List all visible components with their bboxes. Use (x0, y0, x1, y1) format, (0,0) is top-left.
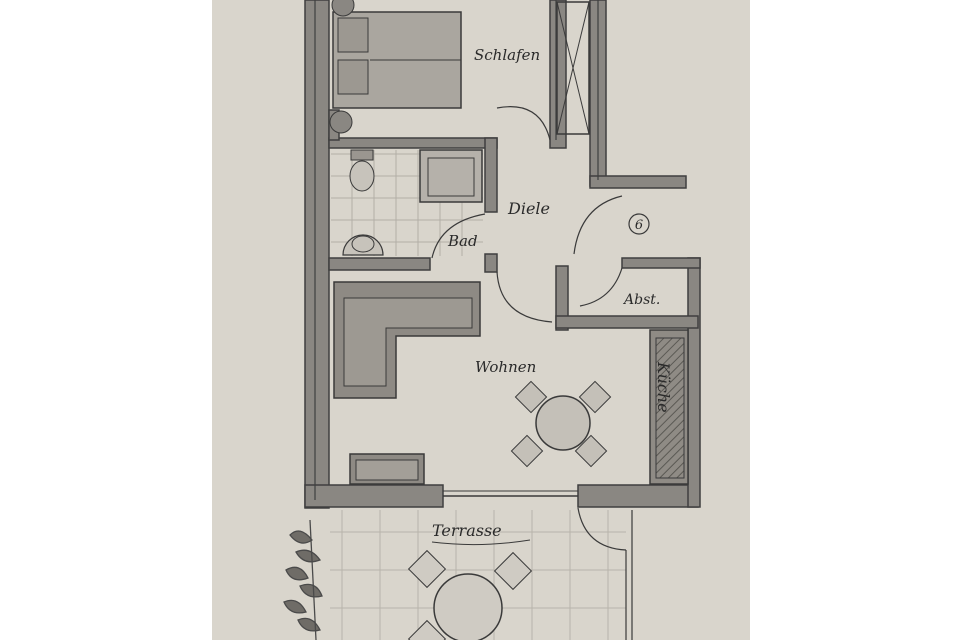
wall-bath-bottom (328, 257, 431, 271)
wall-abst-bottom (555, 315, 699, 329)
wardrobe (556, 1, 590, 135)
toilet (349, 149, 375, 192)
wall-top-middle (549, 0, 567, 149)
wall-top-right-step (589, 175, 687, 189)
terrace-dining-set (407, 549, 533, 640)
bathroom (331, 149, 486, 259)
label-abst: Abst. (622, 292, 660, 308)
label-bad: Bad (447, 232, 478, 250)
bedroom-door (496, 106, 551, 141)
wall-bath-right-low (484, 253, 498, 273)
dining-table (535, 395, 591, 451)
label-wohnen: Wohnen (475, 358, 536, 376)
entrance-door (573, 195, 623, 255)
washbasin (342, 234, 384, 256)
wall-abst-left (555, 265, 569, 331)
wall-bath-right (484, 137, 498, 213)
hallway: 6 (496, 195, 650, 323)
wall-lines (314, 0, 599, 500)
label-schlafen: Schlafen (474, 46, 540, 64)
wall-abst-top (621, 257, 701, 269)
living-door (496, 271, 553, 323)
wall-bottom-right (577, 484, 699, 508)
entrance-marker: 6 (635, 218, 643, 233)
wall-bath-top (328, 137, 498, 149)
dining-set (510, 380, 612, 468)
terrace (283, 507, 633, 640)
terrace-door (577, 507, 627, 551)
nightstand-top (331, 0, 355, 17)
wall-right-kitchen (687, 257, 701, 508)
label-kueche: Küche (654, 361, 673, 413)
wall-left-outer (304, 0, 330, 509)
bedroom (329, 0, 590, 141)
shower (419, 149, 483, 203)
terrace-table (433, 573, 503, 640)
walls (304, 0, 701, 509)
wall-bottom-left (304, 484, 444, 508)
bath-door (431, 213, 486, 259)
nightstand-bottom (329, 110, 353, 134)
kitchen-counter (649, 329, 689, 485)
corner-sofa (333, 281, 481, 399)
label-diele: Diele (507, 199, 550, 218)
plants (283, 519, 323, 640)
living-room (333, 281, 689, 497)
entrance-marker-circle (628, 213, 650, 235)
abst-door (579, 267, 623, 307)
label-terrasse: Terrasse (432, 521, 502, 540)
